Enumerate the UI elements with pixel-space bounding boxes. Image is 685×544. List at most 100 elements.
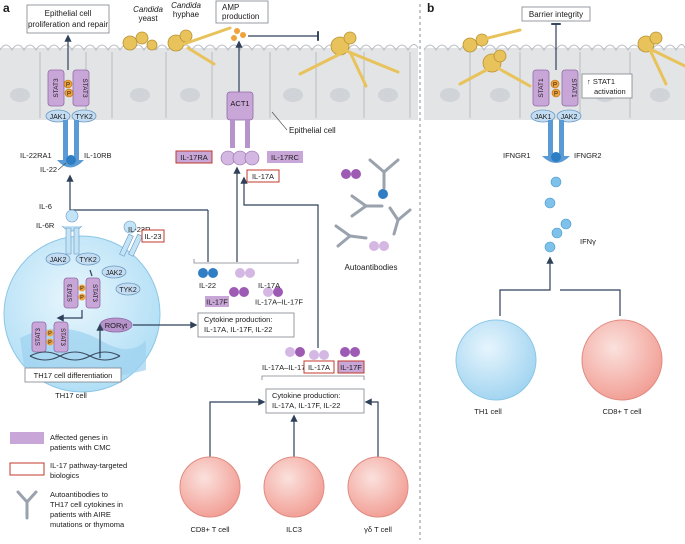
il17f-label-low: IL-17F <box>340 363 362 372</box>
barrier-box: Barrier integrity <box>521 6 591 22</box>
candida-hyphae-label-2: hyphae <box>173 10 200 19</box>
stat3-th17-right: STAT3 <box>91 284 97 302</box>
il23-label: IL-23 <box>144 232 161 241</box>
p-a1: P <box>66 83 70 89</box>
il17a-il17f-label-low: IL-17A–IL-17F <box>262 363 310 372</box>
il22ra1-label: IL-22RA1 <box>20 151 52 160</box>
stat3-nuc-right: STAT3 <box>59 328 65 346</box>
cd8-to-cytokine-arrow <box>209 398 266 460</box>
legend-autoab-1: Autoantibodies to <box>50 490 108 499</box>
stat3-dimer-th17: STAT3 STAT3 P P <box>63 277 101 309</box>
th17-cell-label: TH17 cell <box>55 391 87 400</box>
panel-a-label: a <box>3 1 10 15</box>
th1-cell-label: TH1 cell <box>474 407 502 416</box>
stat1-dimer: STAT1 STAT1 P P <box>532 69 579 107</box>
low-cytokine-to-receptor-arrow <box>240 176 319 348</box>
stat1-activation-box: ↑ STAT1 activation <box>581 73 633 99</box>
cytokine-low-line-1: Cytokine production: <box>272 391 340 400</box>
stat3-th17-left: STAT3 <box>68 283 74 301</box>
amp-line-2: production <box>222 12 259 21</box>
jak2-il23: JAK2 <box>106 270 123 277</box>
stat3-dimer-a: STAT3 STAT3 P P <box>47 69 90 107</box>
ilc3-label: ILC3 <box>286 525 302 534</box>
amp-dots <box>231 28 246 41</box>
p-b2: P <box>554 92 558 98</box>
ifng-receptor <box>542 120 570 163</box>
stat1-activation-1: ↑ STAT1 <box>587 77 615 86</box>
candida-yeast-label-2: yeast <box>138 14 158 23</box>
cd8-label-a: CD8+ T cell <box>190 525 229 534</box>
th1-cell <box>455 319 537 401</box>
act1-block: ACT1 <box>226 91 254 121</box>
il17a-label-mid: IL-17A <box>258 281 280 290</box>
th17-diff-label: TH17 cell differentiation <box>34 371 113 380</box>
jak1-tyk2-a: JAK1 TYK2 <box>45 109 97 123</box>
il17ra-tag: IL-17RA <box>175 150 213 164</box>
p-b1: P <box>553 83 557 89</box>
legend-targeted-swatch <box>9 462 45 476</box>
amp-production-box: AMP production <box>215 0 269 24</box>
candida-a <box>122 26 400 88</box>
jak1-jak2-b: JAK1 JAK2 <box>530 109 582 123</box>
th17-diff-box: TH17 cell differentiation <box>24 367 122 383</box>
panel-b-label: b <box>427 1 434 15</box>
epithelial-proliferation-box: Epithelial cell proliferation and repair <box>26 4 110 34</box>
gd-cell <box>347 456 409 518</box>
il23-tag: IL-23 <box>141 229 165 243</box>
stat3-nuc-left: STAT3 <box>36 327 42 345</box>
barrier-label: Barrier integrity <box>529 10 583 19</box>
proliferation-line-2: proliferation and repair <box>28 20 108 29</box>
tyk2-th17: TYK2 <box>79 257 97 264</box>
p-nuc-1: P <box>48 331 52 337</box>
stat3-dimer-nucleus: STAT3 STAT3 P P <box>31 321 69 353</box>
cd8-cell-a <box>179 456 241 518</box>
cytokine-low-line-2: IL-17A, IL-17F, IL-22 <box>272 401 340 410</box>
il22-receptor <box>57 120 84 168</box>
dna-helix <box>29 351 121 361</box>
il17-receptor <box>220 120 260 166</box>
ifng-dots <box>544 176 572 253</box>
p-th17-2: P <box>80 295 84 301</box>
il6-receptor <box>61 209 83 255</box>
p-th17-1: P <box>80 286 84 292</box>
legend-affected-1: Affected genes in <box>50 433 108 442</box>
il6-label: IL-6 <box>39 202 52 211</box>
il17a-il17f-label-mid: IL-17A–IL-17F <box>255 298 303 307</box>
jak2-th17: JAK2 <box>50 257 67 264</box>
ifngr1-label: IFNGR1 <box>503 151 531 160</box>
stat3-a-left: STAT3 <box>53 78 60 98</box>
legend: Affected genes in patients with CMC IL-1… <box>9 432 127 529</box>
cd8-to-ifng-arrow <box>560 289 621 316</box>
ifng-label: IFNγ <box>580 237 596 246</box>
il22-label-a: IL-22 <box>40 165 57 174</box>
cytokine-mid-line-1: Cytokine production: <box>204 315 272 324</box>
act1-label: ACT1 <box>230 99 249 108</box>
il22-label-mid: IL-22 <box>199 281 216 290</box>
tyk2-il23: TYK2 <box>119 287 137 294</box>
il10rb-label: IL-10RB <box>84 151 112 160</box>
epithelial-cell-label: Epithelial cell <box>289 126 336 135</box>
amp-line-1: AMP <box>222 3 239 12</box>
cytokine-production-box-mid: Cytokine production: IL-17A, IL-17F, IL-… <box>197 312 295 338</box>
proliferation-line-1: Epithelial cell <box>45 9 92 18</box>
il17a-tag-top: IL-17A <box>246 169 280 183</box>
ifngr2-label: IFNGR2 <box>574 151 602 160</box>
il17a-label-low: IL-17A <box>308 363 330 372</box>
p-nuc-2: P <box>48 340 52 346</box>
il17rc-tag: IL-17RC <box>267 151 303 163</box>
gd-label: γδ T cell <box>364 525 392 534</box>
il17f-label-mid: IL-17F <box>206 298 228 307</box>
rorgt-label: RORγt <box>105 321 128 330</box>
candida-yeast-label-1: Candida <box>133 5 163 14</box>
legend-affected-2: patients with CMC <box>50 443 111 452</box>
il17f-tag-low: IL-17F <box>337 360 365 374</box>
gd-to-cytokine-arrow <box>364 398 379 460</box>
tyk2-a: TYK2 <box>75 114 93 121</box>
cytokine-group-low <box>261 347 365 380</box>
rorgt-block: RORγt <box>99 317 133 333</box>
legend-affected-swatch <box>10 432 44 444</box>
il17rc-label: IL-17RC <box>271 153 300 162</box>
il23-receptor: JAK2 TYK2 <box>101 220 143 296</box>
jak2-tyk2-th17: JAK2 TYK2 <box>45 252 101 266</box>
